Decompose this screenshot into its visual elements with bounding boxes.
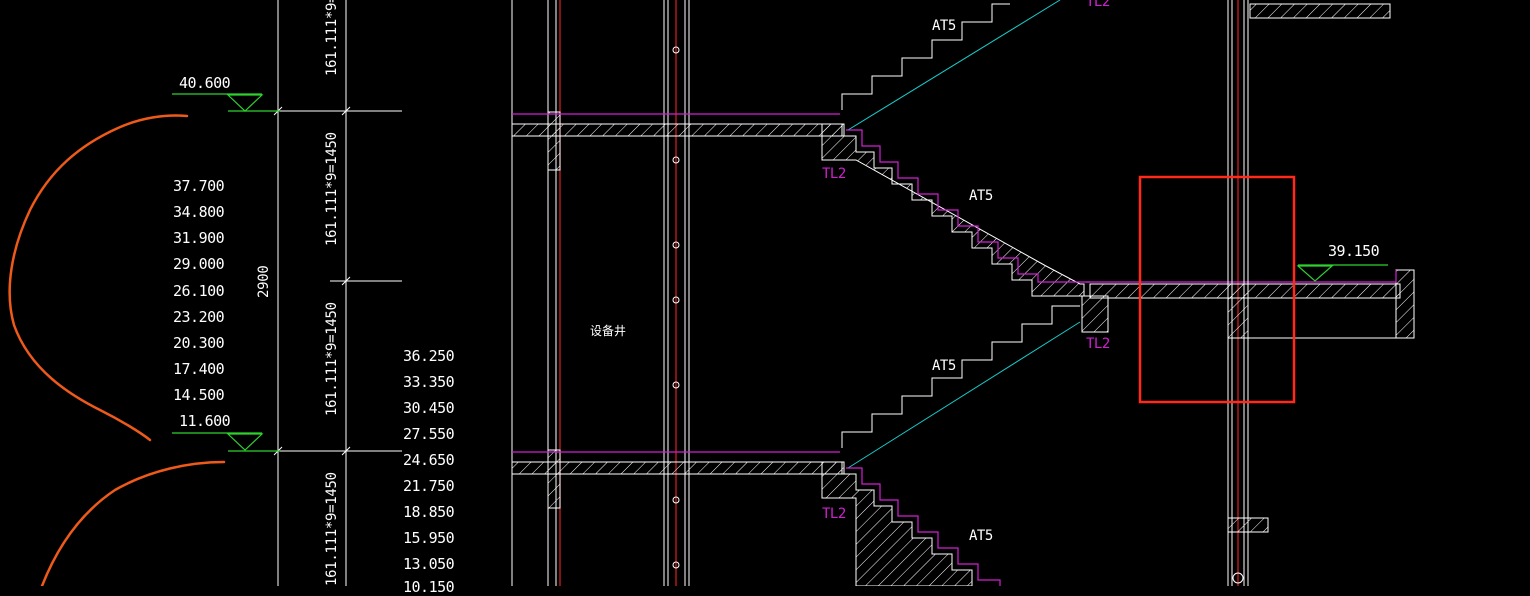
landing-slab <box>1089 269 1415 339</box>
stair-guide-top <box>847 0 1061 131</box>
stair-outline-bottom <box>846 467 1001 586</box>
elevation-left-6: 23.200 <box>173 308 225 326</box>
elevation-left-2: 34.800 <box>173 203 225 221</box>
dimension-flight-top: 161.111*9=14 <box>324 0 340 76</box>
level-marker-landing <box>1296 264 1388 282</box>
beam-label-tl2-2: TL2 <box>822 166 846 182</box>
elevation-right-4: 27.550 <box>403 425 455 443</box>
stair-label-at5-1: AT5 <box>932 18 956 34</box>
elevation-right-7: 18.850 <box>403 503 455 521</box>
elevation-left-8: 17.400 <box>173 360 225 378</box>
shaft-walls <box>511 0 690 586</box>
elevation-bottom: 11.600 <box>179 412 231 430</box>
slab-finish-lines <box>512 113 840 453</box>
elevation-left-5: 26.100 <box>173 282 225 300</box>
upper-right-slab <box>1227 3 1391 533</box>
elevation-landing: 39.150 <box>1328 242 1380 260</box>
landing-finish-line <box>1086 270 1397 283</box>
beam-label-tl2-1: TL2 <box>1086 0 1110 10</box>
highlight-box[interactable] <box>1138 175 1296 404</box>
stair-guide-lower <box>847 321 1081 469</box>
dimension-lines <box>228 0 402 586</box>
stair-label-at5-3: AT5 <box>932 358 956 374</box>
elevation-right-9: 13.050 <box>403 555 455 573</box>
elevation-right-1: 36.250 <box>403 347 455 365</box>
elevation-left-3: 31.900 <box>173 229 225 247</box>
beam-label-tl2-4: TL2 <box>822 506 846 522</box>
elevation-right-6: 21.750 <box>403 477 455 495</box>
stair-flight-lower <box>841 305 1080 448</box>
elevation-left-9: 14.500 <box>173 386 225 404</box>
elevation-right-5: 24.650 <box>403 451 455 469</box>
level-marker-bottom <box>172 432 280 452</box>
floor-slabs <box>511 111 845 509</box>
elevation-left-4: 29.000 <box>173 255 225 273</box>
room-label-equipment-shaft: 设备井 <box>590 324 627 338</box>
elevation-right-3: 30.450 <box>403 399 455 417</box>
annotation-curves <box>8 114 226 586</box>
right-wall <box>1227 0 1249 586</box>
stair-flight-mid <box>821 123 1085 297</box>
elevation-left-7: 20.300 <box>173 334 225 352</box>
elevation-left-1: 37.700 <box>173 177 225 195</box>
level-marker-top <box>172 93 280 112</box>
beam-label-tl2-3: TL2 <box>1086 336 1110 352</box>
stair-flight-top <box>841 3 1010 110</box>
elevation-right-10: 10.150 <box>403 578 455 596</box>
stair-label-at5-2: AT5 <box>969 188 993 204</box>
stair-flight-bottom <box>821 461 973 586</box>
stair-outline-mid <box>846 129 1090 283</box>
dimension-flight-3: 161.111*9=1450 <box>324 472 340 586</box>
stair-label-at5-4: AT5 <box>969 528 993 544</box>
wall-fill-marks <box>672 46 680 569</box>
elevation-right-8: 15.950 <box>403 529 455 547</box>
elevation-right-2: 33.350 <box>403 373 455 391</box>
beam-tl2-mid <box>1081 295 1109 333</box>
dimension-total: 2900 <box>256 265 272 298</box>
wall-fill-mark <box>1232 572 1244 584</box>
dimension-flight-1: 161.111*9=1450 <box>324 132 340 246</box>
dimension-flight-2: 161.111*9=1450 <box>324 302 340 416</box>
elevation-top: 40.600 <box>179 74 231 92</box>
